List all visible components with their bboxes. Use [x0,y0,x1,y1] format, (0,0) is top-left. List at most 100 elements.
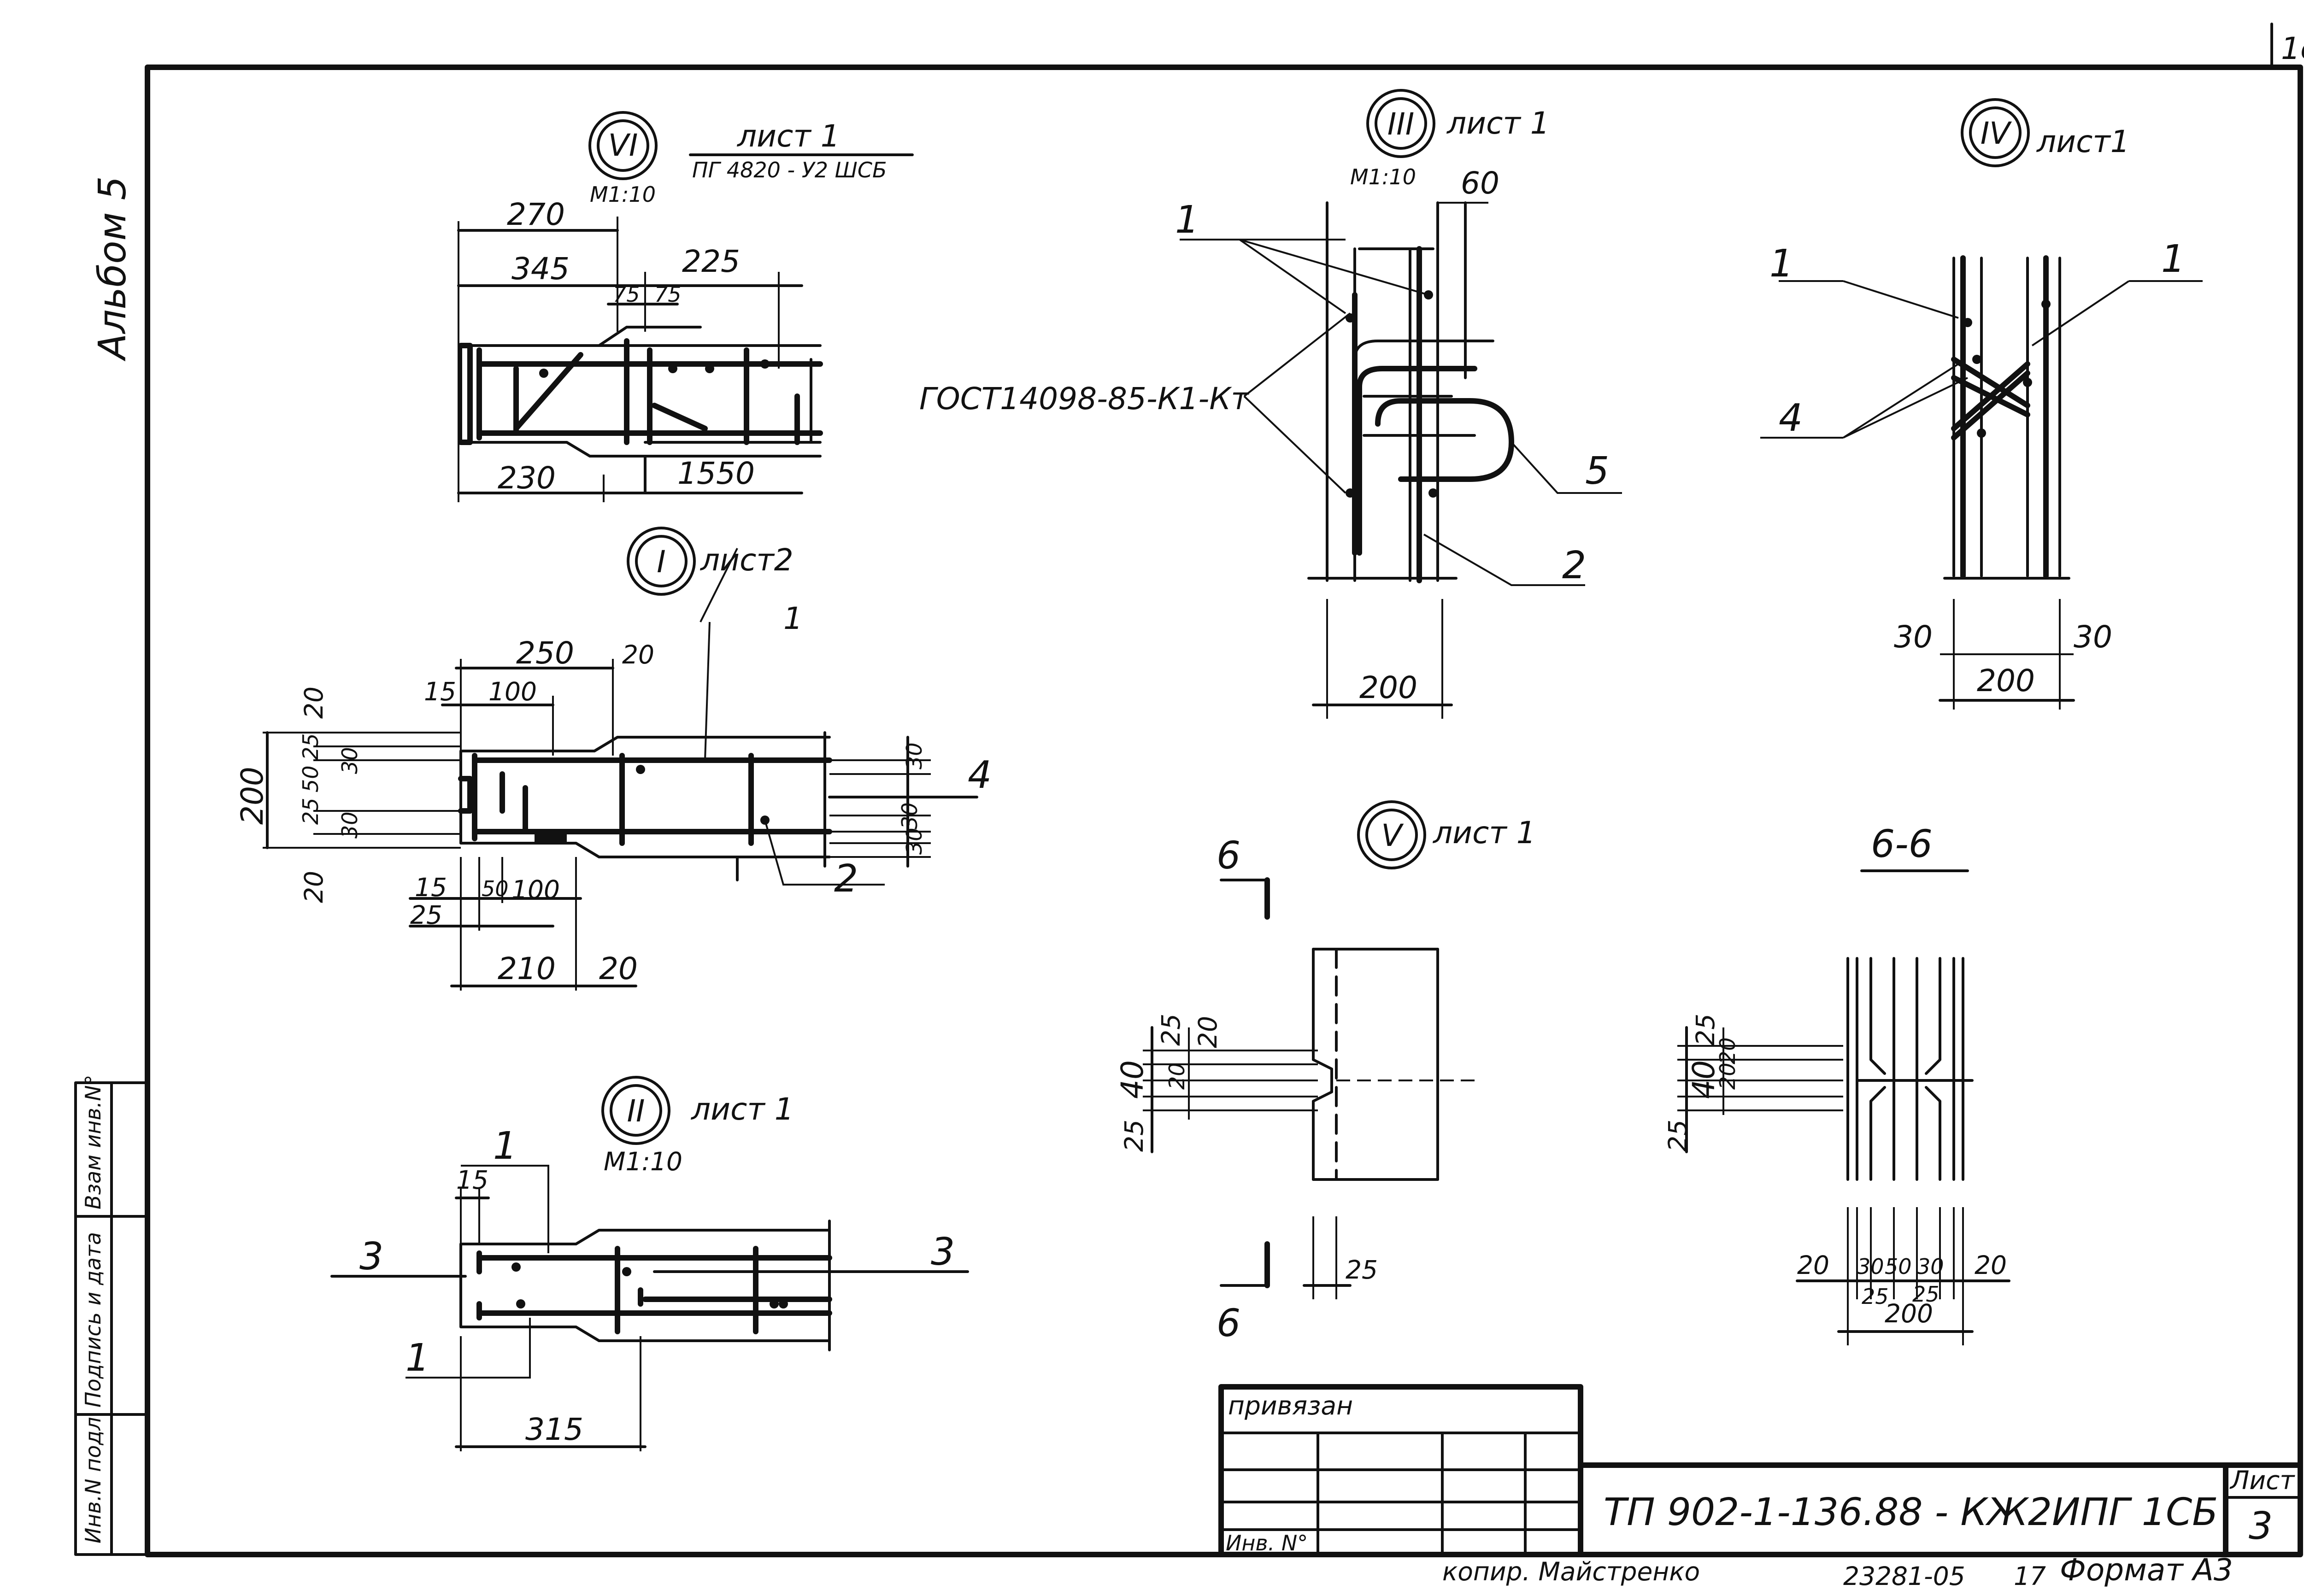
view-i-dim-30e: 30 [902,827,927,855]
view-i-dim-200: 200 [235,767,270,825]
view-v-dim-20a: 20 [1193,1016,1223,1048]
view-i-dim-15a: 15 [424,677,456,706]
view-v-dim-40: 40 [1115,1060,1150,1099]
view-i-dim-30d: 30 [897,802,922,829]
sec66-dim-25b: 25 [1663,1120,1693,1152]
view-vi-dim-75a: 75 [613,282,640,307]
view-iii-dim-60: 60 [1461,165,1499,201]
view-vi-dim-270: 270 [507,197,565,232]
view-vi [457,111,914,502]
view-iii-callout-5: 5 [1585,449,1609,493]
view-i-dim-30a: 30 [337,747,362,774]
view-v-section-mark-top: 6 [1217,834,1240,878]
view-i-dim-100b: 100 [511,875,560,904]
view-i-numeral: I [657,544,665,580]
footer-num: 17 [2014,1561,2046,1591]
inv-orig-label: Инв.N подл [81,1417,106,1543]
sec66-bottom-20b: 20 [1975,1250,2007,1280]
sec66-dim-25a: 25 [1691,1014,1720,1046]
title-block [1578,1462,2303,1557]
view-ii-callout-3a: 3 [359,1235,383,1279]
view-v [1143,800,1475,1299]
sec66-bottom-200: 200 [1885,1299,1933,1328]
view-v-dim-25a: 25 [1156,1014,1186,1046]
view-iv [1760,98,2203,710]
view-iv-sheet-ref: лист1 [2036,124,2130,159]
view-v-dim-25b: 25 [1119,1120,1149,1152]
sec66-bottom-30b: 30 [1917,1254,1944,1279]
view-i-dim-30b: 30 [337,811,362,839]
title-sheet-label: Лист [2229,1466,2295,1495]
view-v-dim-20b: 20 [1164,1062,1189,1090]
section-6-6 [1677,869,2010,1345]
stamp-privyazan: привязан [1228,1391,1353,1420]
view-iv-callout-1b: 1 [2161,237,2185,281]
view-iii-callout-2: 2 [1562,544,1586,587]
view-ii-numeral: II [627,1093,645,1129]
view-ii-dim-315: 315 [525,1412,583,1447]
view-vi-dim-345: 345 [511,251,570,287]
view-i-dim-100a: 100 [488,677,537,706]
view-i-callout-1: 1 [783,601,803,636]
view-iii-dim-200: 200 [1359,670,1417,705]
view-i-dim-25c: 25 [410,900,442,930]
view-ii-sheet-ref: лист 1 [690,1091,794,1127]
view-i-dim-50b: 50 [482,876,509,901]
section-6-6-title: 6-6 [1871,822,1933,866]
view-i-sheet-ref: лист2 [699,542,793,578]
view-i-dim-25b: 25 [298,798,323,825]
view-iii [1180,89,1622,719]
view-i-dim-210: 210 [498,951,556,986]
view-iii-callout-1: 1 [1175,198,1199,242]
view-vi-dim-75b: 75 [654,282,682,307]
view-vi-dim-225: 225 [682,244,740,279]
view-i-dim-20c: 20 [299,871,329,903]
footer-order: 23281-05 [1843,1561,1965,1591]
sec66-bottom-25a: 25 [1862,1284,1889,1309]
view-i-dim-15b: 15 [415,873,447,902]
stamp-inv-no: Инв. N° [1226,1531,1308,1555]
view-iv-dim-30a: 30 [1894,619,1933,655]
view-i-dim-50: 50 [298,765,323,792]
view-ii-callout-1a: 1 [493,1124,517,1168]
view-i-dim-25a: 25 [298,733,323,760]
view-vi-numeral: VI [608,128,638,163]
view-iii-numeral: III [1387,106,1414,142]
view-iii-gost: ГОСТ14098-85-К1-Кт [919,381,1250,417]
sec66-bottom-20a: 20 [1797,1250,1829,1280]
view-iii-sheet-ref: лист 1 [1446,106,1550,141]
view-iv-numeral: IV [1981,116,2012,151]
view-vi-scale: М1:10 [590,182,656,207]
view-ii [330,1076,969,1451]
view-vi-dim-230: 230 [498,460,556,496]
view-v-sheet-ref: лист 1 [1432,815,1536,851]
view-vi-dim-1550: 1550 [677,456,755,491]
left-stamp-strip [74,1081,149,1556]
view-iii-scale: М1:10 [1350,164,1416,189]
footer-copy: копир. Майстренко [1442,1557,1700,1586]
view-i-dim-250: 250 [516,635,574,671]
view-i-dim-30c: 30 [902,742,927,769]
replace-inv-label: Взам инв.N° [81,1074,106,1209]
view-i-callout-2: 2 [834,857,858,901]
view-v-numeral: V [1381,818,1404,853]
view-i-callout-4: 4 [968,753,992,797]
footer-format: Формат А3 [2060,1552,2233,1588]
view-i-dim-20d: 20 [599,951,638,986]
sec66-bottom-50: 50 [1885,1254,1912,1279]
view-vi-code: ПГ 4820 - У2 ШСБ [692,158,887,182]
sec66-bottom-25b: 25 [1912,1282,1940,1307]
sec66-bottom-30a: 30 [1857,1254,1884,1279]
view-iv-callout-4: 4 [1779,396,1803,440]
view-v-section-mark-bottom: 6 [1217,1302,1240,1345]
sec66-dim-20a: 20 [1715,1037,1740,1064]
binding-stamp [1218,1384,1583,1557]
sec66-dim-40: 40 [1686,1060,1722,1099]
view-v-dim-25c: 25 [1346,1255,1378,1285]
title-doc-code: ТП 902-1-136.88 - КЖ2ИПГ 1СБ [1604,1490,2218,1534]
view-i-dim-20a: 20 [622,640,654,669]
album-label: Альбом 5 [91,176,135,362]
view-vi-sheet-ref: лист 1 [736,118,840,154]
view-ii-dim-15: 15 [456,1165,488,1195]
